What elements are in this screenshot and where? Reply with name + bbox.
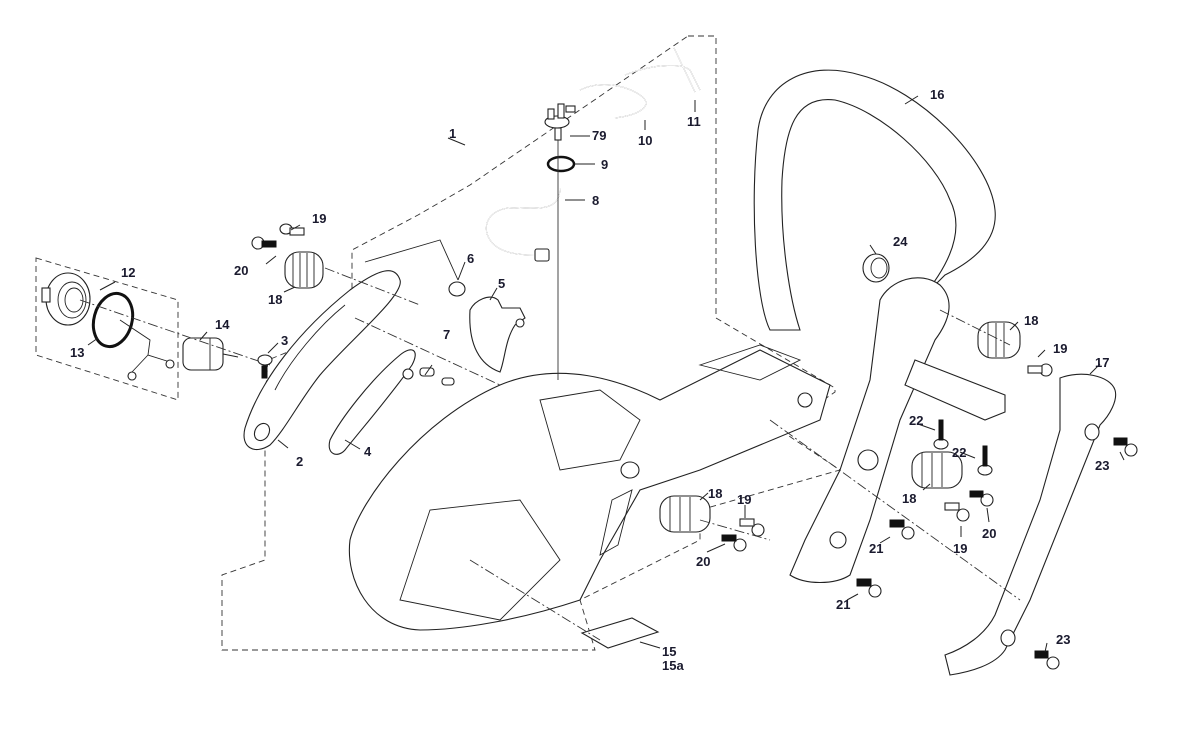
screw-23-upper <box>1113 437 1138 457</box>
tank-vent-valve <box>544 103 576 141</box>
callout-19-center: 19 <box>737 492 752 507</box>
callout-12: 12 <box>121 265 136 280</box>
fuel-hose <box>485 187 561 256</box>
callout-16: 16 <box>930 87 945 102</box>
screw-20-upper <box>251 236 277 250</box>
screw-19-right-lower <box>944 502 970 522</box>
callout-20-upper-left: 20 <box>234 263 249 278</box>
screw-22-left <box>933 419 949 450</box>
screw-21-upper <box>889 519 915 540</box>
torsion-spring <box>448 281 466 297</box>
handle-cover <box>243 270 401 450</box>
callout-18-upper-left: 18 <box>268 292 283 307</box>
screw-21-lower <box>856 578 882 598</box>
callout-24: 24 <box>893 234 908 249</box>
leader-lines <box>87 95 1125 653</box>
callout-4: 4 <box>364 444 372 459</box>
cap-seal-ring <box>91 291 135 349</box>
callout-6: 6 <box>467 251 475 266</box>
callout-21-upper: 21 <box>869 541 884 556</box>
av-spring-lower-right <box>911 451 963 489</box>
fuel-filter <box>182 337 239 371</box>
callout-3: 3 <box>281 333 289 348</box>
callout-79: 79 <box>592 128 607 143</box>
callout-15: 15 <box>662 644 677 659</box>
callout-20-center: 20 <box>696 554 711 569</box>
callout-19-lower-right: 19 <box>953 541 968 556</box>
callout-13: 13 <box>70 345 85 360</box>
callout-10: 10 <box>638 133 653 148</box>
callout-18-center: 18 <box>708 486 723 501</box>
callout-23-lower: 23 <box>1056 632 1071 647</box>
av-spring-upper-right <box>977 321 1021 359</box>
callout-18-lower-right: 18 <box>902 491 917 506</box>
callout-17: 17 <box>1095 355 1110 370</box>
front-handle <box>753 69 996 331</box>
cap-retainer-wire <box>119 319 171 373</box>
screw-19-center <box>739 518 765 537</box>
callout-14: 14 <box>215 317 230 332</box>
callout-21-lower: 21 <box>836 597 851 612</box>
screw-19-right <box>1027 363 1053 377</box>
label-decal <box>580 617 660 649</box>
screw-22-right <box>977 445 993 476</box>
vent-hose-11 <box>624 47 701 93</box>
callout-7: 7 <box>443 327 451 342</box>
callout-19-upper-right: 19 <box>1053 341 1068 356</box>
o-ring <box>546 155 576 173</box>
screw-23-lower <box>1034 650 1060 670</box>
throttle-trigger <box>328 349 416 455</box>
av-spring-upper-left <box>284 251 324 289</box>
callout-23-upper: 23 <box>1095 458 1110 473</box>
callout-20-right: 20 <box>982 526 997 541</box>
handle-side-bracket <box>789 277 950 583</box>
callout-8: 8 <box>592 193 600 208</box>
callout-22-right: 22 <box>952 445 967 460</box>
main-housing <box>348 344 831 631</box>
throttle-lockout <box>469 296 526 373</box>
screw-20-right <box>969 490 994 507</box>
callout-1: 1 <box>449 126 457 141</box>
callout-11: 11 <box>687 114 701 129</box>
callout-9: 9 <box>601 157 609 172</box>
screw-3 <box>257 354 273 379</box>
callout-19-upper-left: 19 <box>312 211 327 226</box>
callout-22-left: 22 <box>909 413 924 428</box>
callout-18-upper-right: 18 <box>1024 313 1039 328</box>
fuel-cap <box>41 272 91 326</box>
hand-guard-bracket <box>944 373 1117 676</box>
callout-5: 5 <box>498 276 506 291</box>
screw-20-center <box>721 534 747 552</box>
callout-15a: 15a <box>662 658 684 673</box>
av-spring-center <box>659 495 711 533</box>
callout-2: 2 <box>296 454 304 469</box>
